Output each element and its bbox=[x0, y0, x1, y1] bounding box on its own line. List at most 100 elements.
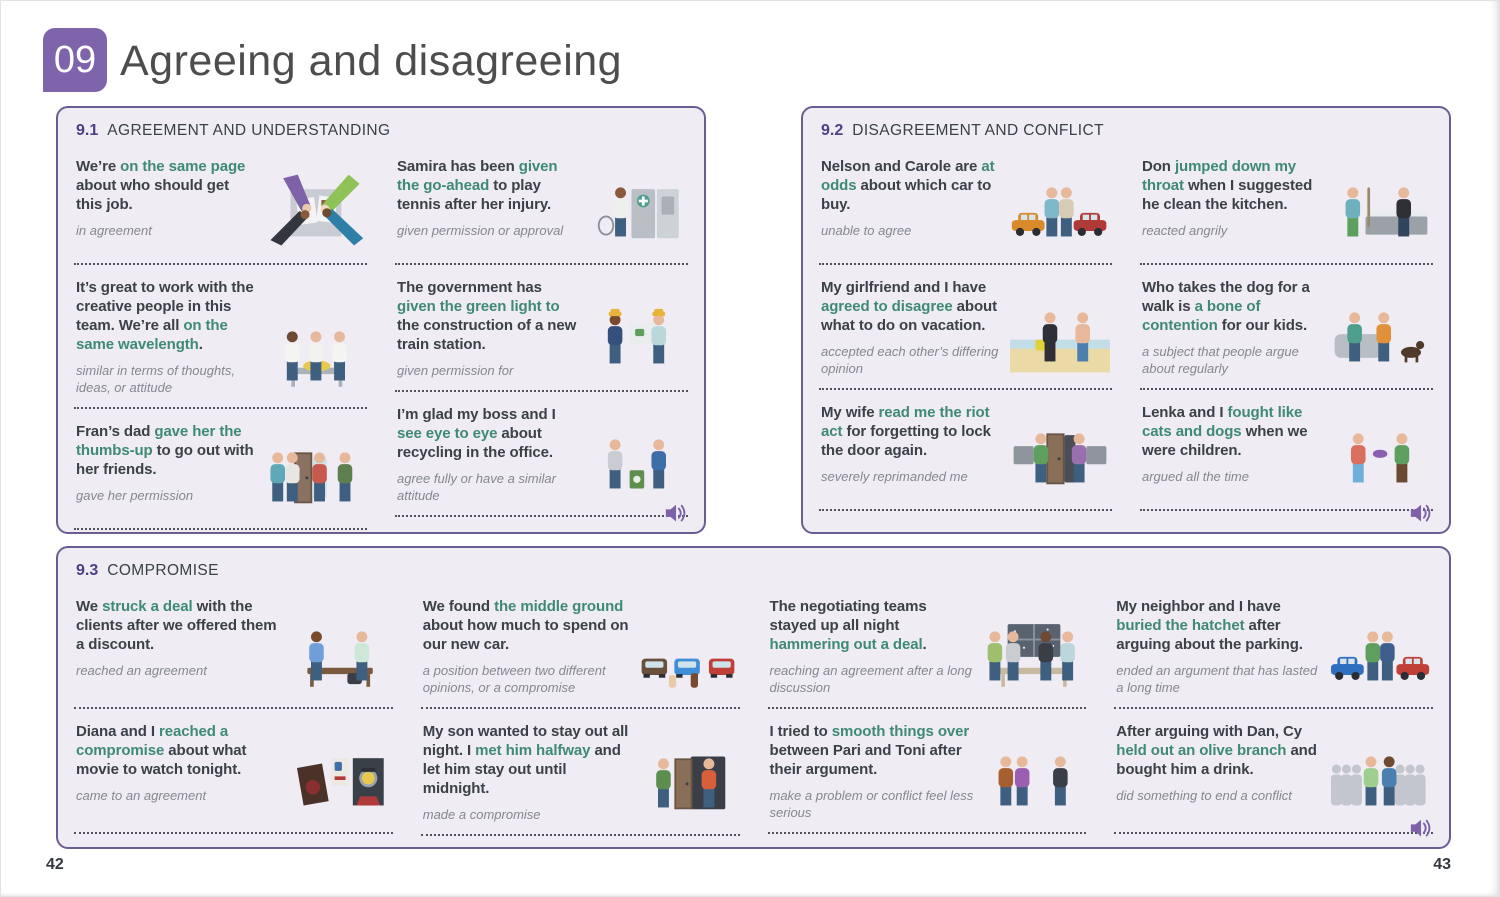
example-sentence: My son wanted to stay out all night. I m… bbox=[423, 722, 630, 798]
idiom-phrase: fought like cats and dogs bbox=[1142, 403, 1303, 440]
sentence-text: Nelson and Carole are bbox=[821, 158, 982, 175]
illustration-children-fighting-over-toy bbox=[1351, 433, 1410, 483]
illustration-container bbox=[586, 173, 686, 249]
sentence-text: to go out with her friends. bbox=[76, 442, 254, 479]
audio-speaker-icon[interactable] bbox=[664, 502, 690, 526]
definition-text: unable to agree bbox=[821, 223, 912, 239]
illustration-coworkers-at-recycling-bin bbox=[607, 439, 666, 489]
illustration-container bbox=[1331, 298, 1431, 374]
audio-speaker-icon[interactable] bbox=[1409, 817, 1435, 841]
definition-text: agree fully or have a similar attitude bbox=[397, 471, 556, 504]
definition-text: given permission for bbox=[397, 363, 514, 379]
definition-text: a position between two different opinion… bbox=[422, 663, 606, 696]
entry-text: Samira has been given the go-ahead to pl… bbox=[397, 153, 578, 253]
illustration-container bbox=[1010, 298, 1110, 374]
idiom-entry: It’s great to work with the creative peo… bbox=[74, 265, 367, 409]
section-number: 9.3 bbox=[76, 562, 99, 579]
example-sentence: It’s great to work with the creative peo… bbox=[76, 278, 257, 354]
idiom-entry: We struck a deal with the clients after … bbox=[74, 584, 393, 709]
sentence-text: My girlfriend and I have bbox=[821, 279, 987, 296]
idiom-entry: I’m glad my boss and I see eye to eye ab… bbox=[395, 392, 688, 517]
illustration-chefs-kneading-dough-together bbox=[285, 331, 347, 387]
section-panel-9-1: 9.1 AGREEMENT AND UNDERSTANDING We’re on… bbox=[56, 106, 706, 534]
sentence-text: We bbox=[76, 598, 103, 615]
sentence-text: for forgetting to lock the door again. bbox=[821, 422, 991, 460]
sentence-text: when we were children. bbox=[1142, 422, 1308, 460]
entry-text: My girlfriend and I have agreed to disag… bbox=[821, 274, 1002, 378]
definition-text: make a problem or conflict feel less ser… bbox=[769, 788, 974, 821]
example-sentence: The negotiating teams stayed up all nigh… bbox=[770, 597, 977, 654]
page-number-left: 42 bbox=[46, 856, 64, 873]
sentence-text: I tried to bbox=[769, 723, 832, 740]
sentence-text: and let him stay out until midnight. bbox=[422, 742, 621, 798]
entry-text: We’re on the same page about who should … bbox=[76, 153, 257, 253]
definition-text: a subject that people argue about regula… bbox=[1142, 344, 1299, 377]
definition-text: ended an argument that has lasted a long… bbox=[1116, 663, 1318, 696]
illustration-container bbox=[638, 617, 738, 693]
illustration-container bbox=[586, 300, 686, 376]
idiom-entry: We found the middle ground about how muc… bbox=[420, 584, 740, 709]
sentence-text: about who should get this job. bbox=[76, 177, 229, 214]
entry-text: Don jumped down my throat when I suggest… bbox=[1142, 153, 1323, 253]
entry-text: Fran’s dad gave her the thumbs-up to go … bbox=[76, 418, 257, 518]
sentence-text: The negotiating teams stayed up all nigh… bbox=[769, 598, 927, 635]
entry-text: I’m glad my boss and I see eye to eye ab… bbox=[397, 401, 578, 505]
illustration-container bbox=[1010, 419, 1110, 495]
example-sentence: Fran’s dad gave her the thumbs-up to go … bbox=[76, 422, 257, 479]
illustration-container bbox=[1331, 419, 1431, 495]
illustration-neighbors-shaking-hands-between-cars bbox=[1331, 631, 1430, 681]
idiom-phrase: on the same wavelength bbox=[76, 317, 228, 354]
idiom-entry: Nelson and Carole are at odds about whic… bbox=[819, 144, 1112, 265]
definition-text: given permission or approval bbox=[397, 223, 564, 239]
section-column: The negotiating teams stayed up all nigh… bbox=[767, 584, 1087, 836]
section-column: Nelson and Carole are at odds about whic… bbox=[819, 144, 1112, 511]
example-sentence: We struck a deal with the clients after … bbox=[76, 597, 283, 654]
illustration-three-movie-posters bbox=[296, 758, 384, 806]
unit-number-badge: 09 bbox=[43, 28, 107, 92]
definition-text: reached an agreement bbox=[76, 663, 207, 679]
section-column: Don jumped down my throat when I suggest… bbox=[1140, 144, 1433, 511]
illustration-container bbox=[265, 317, 365, 393]
sentence-text: It’s great to work with the creative peo… bbox=[76, 279, 254, 335]
definition-text: accepted each other’s differing opinion bbox=[821, 344, 999, 377]
illustration-construction-workers-reviewing-plans bbox=[607, 308, 666, 364]
sentence-text: about which car to buy. bbox=[821, 177, 992, 214]
sentence-text: I’m glad my boss and I bbox=[397, 406, 556, 424]
idiom-entry: I tried to smooth things over between Pa… bbox=[767, 709, 1087, 834]
sentence-text: After arguing with Dan, Cy bbox=[1116, 723, 1302, 740]
illustration-container bbox=[291, 742, 391, 818]
sentence-text: Lenka and I bbox=[1142, 403, 1228, 421]
sentence-text: Fran’s dad bbox=[76, 422, 155, 440]
illustration-couple-at-front-door bbox=[1013, 433, 1107, 485]
sentence-text: My son wanted to stay out all night. I bbox=[422, 723, 629, 760]
sentence-text: when I suggested he clean the kitchen. bbox=[1142, 177, 1313, 214]
page-title: Agreeing and disagreeing bbox=[120, 37, 623, 85]
sentence-text: about how much to spend on our new car. bbox=[422, 617, 629, 654]
illustration-container bbox=[291, 617, 391, 693]
idiom-phrase: at odds bbox=[821, 158, 995, 195]
sentence-text: to play tennis after her injury. bbox=[397, 177, 552, 214]
speaker-icon bbox=[1410, 819, 1431, 837]
example-sentence: Diana and I reached a compromise about w… bbox=[76, 722, 283, 779]
definition-text: came to an agreement bbox=[76, 788, 207, 804]
illustration-container bbox=[265, 173, 365, 249]
idiom-entry: Who takes the dog for a walk is a bone o… bbox=[1140, 265, 1433, 390]
illustration-container bbox=[1331, 617, 1431, 693]
idiom-entry: My neighbor and I have buried the hatche… bbox=[1114, 584, 1433, 709]
sentence-text: about what movie to watch tonight. bbox=[76, 742, 247, 779]
example-sentence: Who takes the dog for a walk is a bone o… bbox=[1142, 278, 1323, 335]
example-sentence: We found the middle ground about how muc… bbox=[423, 597, 630, 654]
entry-text: Lenka and I fought like cats and dogs wh… bbox=[1142, 399, 1323, 499]
definition-text: in agreement bbox=[76, 223, 152, 239]
example-sentence: Samira has been given the go-ahead to pl… bbox=[397, 157, 578, 214]
idiom-entry: The negotiating teams stayed up all nigh… bbox=[767, 584, 1087, 709]
illustration-container bbox=[984, 617, 1084, 693]
section-number: 9.2 bbox=[821, 122, 844, 139]
sentence-text: Don bbox=[1142, 158, 1175, 175]
section-header: 9.1 AGREEMENT AND UNDERSTANDING bbox=[76, 122, 688, 140]
section-column: We found the middle ground about how muc… bbox=[420, 584, 740, 837]
definition-text: argued all the time bbox=[1142, 469, 1249, 485]
entry-text: My son wanted to stay out all night. I m… bbox=[423, 718, 630, 824]
illustration-mediator-talking-to-two-people-back-to-back bbox=[998, 756, 1068, 806]
audio-speaker-icon[interactable] bbox=[1409, 502, 1435, 526]
